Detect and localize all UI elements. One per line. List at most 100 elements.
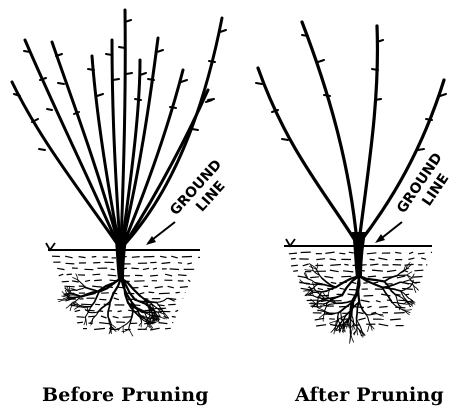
soil-dash [390, 319, 401, 320]
soil-dash [143, 268, 149, 269]
soil-dash [340, 288, 345, 289]
soil-dash [99, 299, 106, 300]
root [84, 317, 86, 325]
soil-dash [178, 263, 182, 264]
soil-dash [92, 286, 102, 287]
soil-dash [310, 277, 319, 278]
root [368, 324, 370, 331]
root [313, 292, 322, 293]
cane [12, 82, 118, 245]
soil-dash [81, 304, 92, 305]
soil-dash [175, 310, 178, 311]
soil-dash [170, 269, 179, 270]
soil-dash [418, 253, 425, 254]
soil-dash [57, 268, 64, 269]
soil-dash [155, 287, 163, 288]
soil-dash [367, 306, 371, 307]
soil-dash [291, 259, 296, 260]
soil-dash [394, 313, 405, 314]
root [329, 321, 336, 323]
root [402, 310, 411, 311]
canes [258, 22, 444, 242]
soil-dash [324, 276, 333, 278]
caption-after-pruning: After Pruning [295, 384, 444, 408]
soil-dash [374, 282, 379, 283]
soil-dash [79, 257, 86, 258]
soil-dash [131, 268, 138, 269]
ground-tick [286, 239, 295, 246]
canes [12, 10, 222, 245]
soil-dash [94, 280, 102, 281]
root [111, 327, 112, 334]
soil-dash [349, 252, 354, 253]
soil-dash [316, 259, 325, 260]
soil-dash [410, 306, 411, 307]
soil-dash [153, 268, 157, 269]
soil-dash [171, 256, 178, 258]
root [305, 270, 313, 271]
soil-dash [330, 270, 339, 272]
soil-dash [376, 301, 381, 302]
soil-dash [289, 253, 297, 254]
root [398, 269, 407, 275]
soil-dash [94, 328, 105, 329]
ground-tick [46, 243, 55, 250]
soil-dash [72, 281, 79, 282]
root [328, 291, 329, 298]
root [358, 276, 359, 302]
soil-dash [187, 263, 192, 264]
ground-line-label: GROUND LINE [167, 157, 232, 230]
soil-dash [372, 270, 383, 271]
soil-dash [301, 288, 311, 290]
soil-dash [162, 263, 171, 264]
soil-dash [361, 300, 370, 302]
soil-dash [330, 259, 336, 260]
soil-dash [132, 257, 140, 258]
soil-dash [358, 318, 365, 320]
soil-dash [341, 276, 351, 277]
soil-dash [75, 310, 80, 311]
cane [25, 40, 118, 245]
root [89, 312, 98, 313]
caption-before-pruning: Before Pruning [42, 384, 209, 408]
cane [52, 42, 119, 245]
root [63, 298, 70, 299]
soil-dash [364, 296, 374, 297]
before-pruning-panel: GROUND LINE [0, 0, 232, 380]
root [317, 264, 318, 270]
soil-dash [111, 269, 115, 270]
root [77, 287, 85, 290]
soil-dash [93, 274, 101, 275]
root [327, 303, 337, 305]
soil-dash [331, 282, 336, 283]
soil-dash [315, 318, 325, 320]
soil-dash [368, 276, 376, 277]
soil-dash [395, 307, 405, 308]
soil-dash [159, 323, 168, 324]
arrow-head [375, 234, 385, 243]
soil-dash [387, 270, 396, 271]
soil-dash [370, 259, 375, 260]
soil-dash [77, 322, 83, 323]
soil-dash [325, 252, 334, 253]
soil-dash [108, 275, 117, 276]
root [413, 284, 416, 293]
soil-dash [66, 263, 75, 264]
soil-dash [123, 317, 132, 318]
soil-dash [165, 328, 171, 329]
soil-dash [67, 274, 72, 275]
soil-dash [176, 292, 180, 293]
soil-dash [316, 325, 326, 326]
soil-dash [379, 324, 389, 326]
soil-dash [291, 265, 298, 266]
ground-line-label: GROUND LINE [394, 150, 460, 226]
soil-dash [178, 275, 187, 276]
soil-dash [85, 280, 90, 281]
soil-dash [409, 252, 413, 254]
soil-dash [303, 264, 309, 266]
soil-dash [77, 317, 85, 318]
soil-dash [180, 287, 188, 288]
root [123, 326, 124, 333]
soil-dash [414, 270, 423, 271]
